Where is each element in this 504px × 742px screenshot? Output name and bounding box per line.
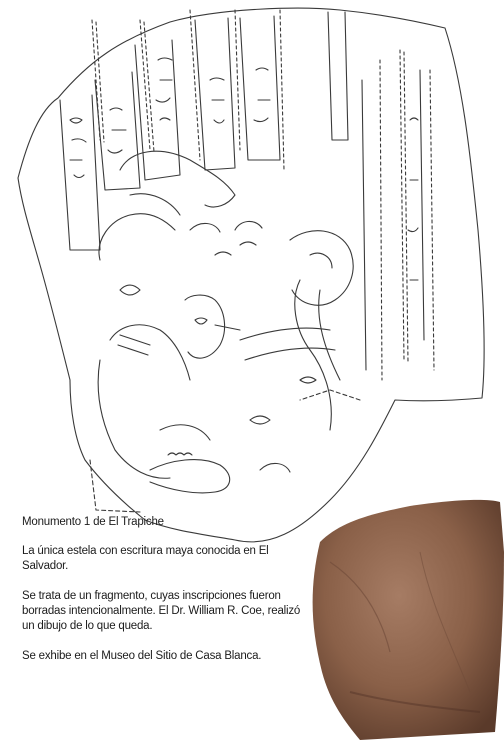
caption-paragraph-3: Se exhibe en el Museo del Sitio de Casa …	[22, 650, 262, 662]
caption-block: Monumento 1 de El Trapiche La única este…	[22, 515, 302, 679]
stone-fragment-photo	[300, 492, 504, 742]
caption-paragraph-2: Se trata de un fragmento, cuyas inscripc…	[22, 590, 301, 632]
caption-title: Monumento 1 de El Trapiche	[22, 516, 164, 528]
stela-line-drawing	[17, 7, 485, 543]
caption-paragraph-1: La única estela con escritura maya conoc…	[22, 545, 269, 572]
